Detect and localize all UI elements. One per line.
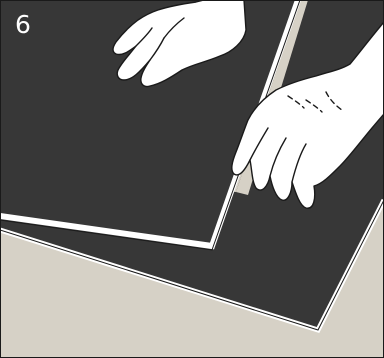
tile-installation-illustration bbox=[0, 0, 384, 358]
instruction-step-panel: 6 bbox=[0, 0, 384, 358]
